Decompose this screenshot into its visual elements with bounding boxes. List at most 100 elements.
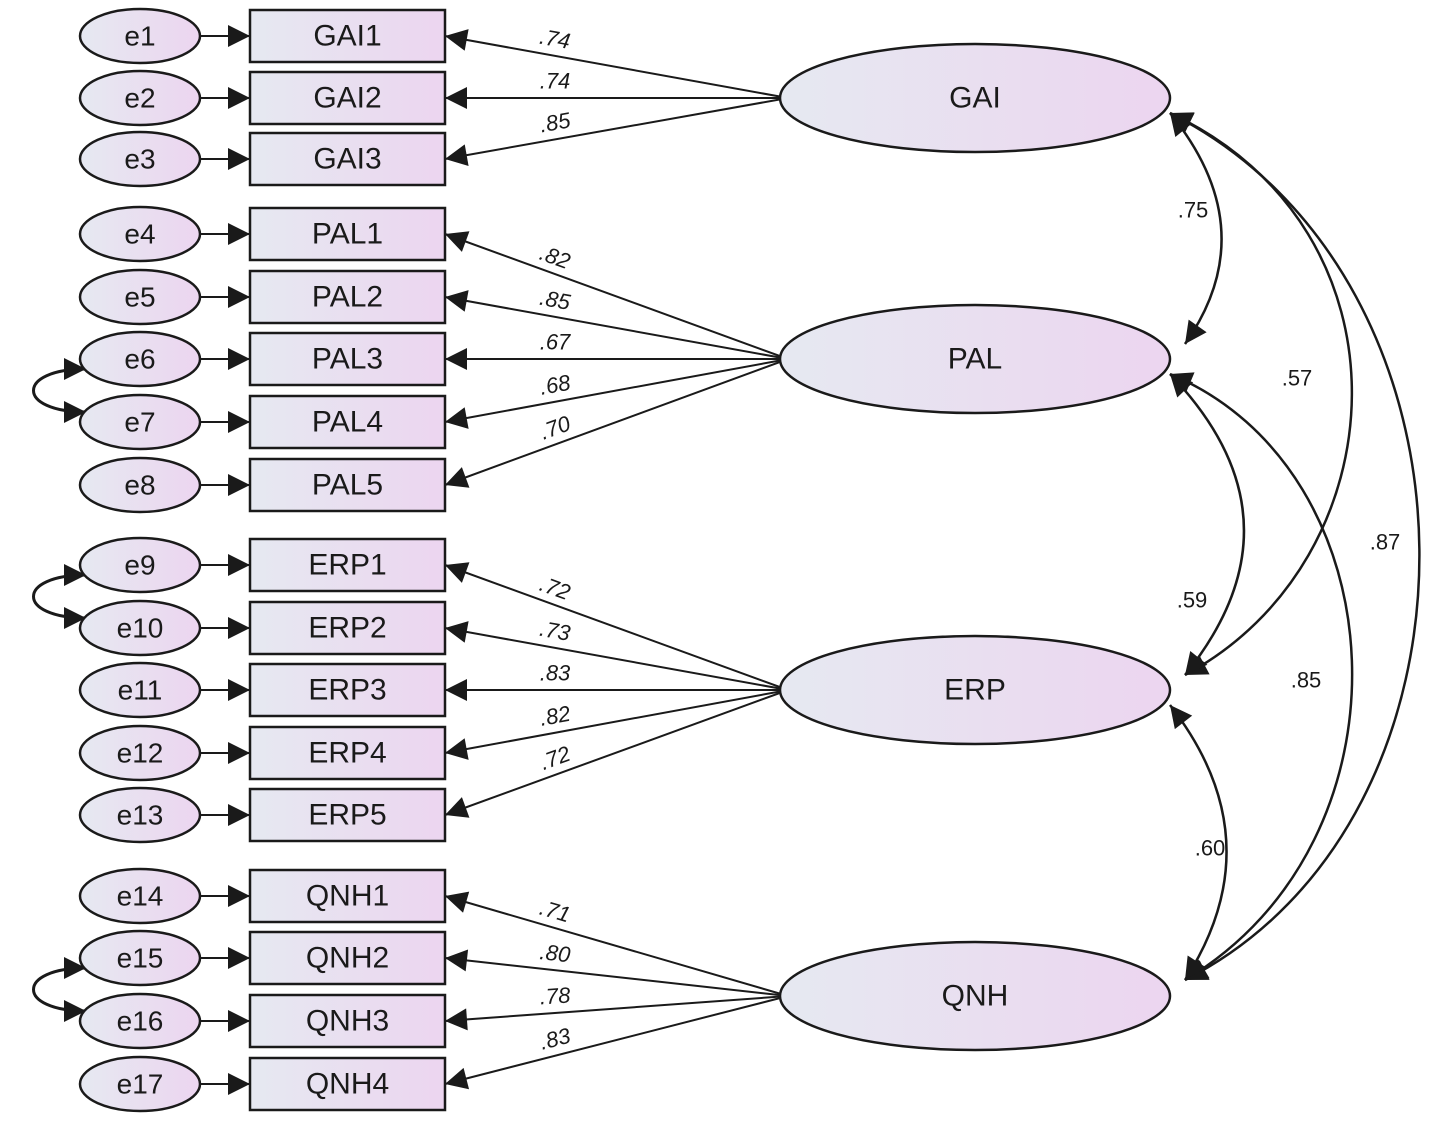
indicator-label-qnh1: QNH1 [306,880,389,913]
indicator-label-gai2: GAI2 [313,82,381,115]
indicator-label-pal3: PAL3 [312,343,383,376]
indicator-label-gai3: GAI3 [313,143,381,176]
loading-path-pal5 [444,358,789,488]
correlation-arc-gai-pal [1169,112,1223,345]
indicator-box-erp5 [248,787,447,843]
error-node-label-e10: e10 [117,613,164,644]
correlation-label-pal-erp: .59 [1177,588,1208,613]
error-node-label-e12: e12 [117,738,164,769]
loading-label-pal3: .67 [540,330,571,355]
latent-label-qnh: QNH [942,980,1009,1013]
latent-node-pal [778,303,1172,415]
indicator-box-erp2 [248,600,447,656]
indicator-box-pal2 [248,269,447,325]
error-node-e15 [78,929,202,987]
indicator-label-qnh4: QNH4 [306,1068,389,1101]
correlation-arc-pal-erp [1169,373,1246,676]
indicator-label-pal5: PAL5 [312,469,383,502]
error-node-label-e7: e7 [124,407,155,438]
loading-path-gai1 [444,29,789,99]
error-node-label-e15: e15 [117,943,164,974]
indicator-box-erp4 [248,725,447,781]
error-node-e11 [78,661,202,719]
error-node-e10 [78,599,202,657]
loading-label-qnh3: .78 [539,982,572,1009]
indicator-box-erp1 [248,537,447,593]
indicator-label-qnh3: QNH3 [306,1005,389,1038]
error-node-e5 [78,268,202,326]
error-node-label-e11: e11 [118,675,163,706]
error-node-e13 [78,786,202,844]
loading-label-pal4: .68 [538,370,573,400]
error-node-e3 [78,130,202,188]
error-covariance-layer [32,358,87,1022]
latent-label-pal: PAL [948,343,1002,376]
indicator-label-qnh2: QNH2 [306,942,389,975]
nodes-layer: e1e2e3e4e5e6e7e8e9e10e11e12e13e14e15e16e… [78,7,1172,1113]
error-node-label-e9: e9 [124,550,155,581]
error-node-e17 [78,1055,202,1113]
indicator-label-erp4: ERP4 [308,737,386,770]
indicator-box-pal4 [248,394,447,450]
indicator-box-gai1 [248,8,447,64]
error-node-label-e14: e14 [117,881,164,912]
indicator-box-pal5 [248,457,447,513]
correlation-label-erp-qnh: .60 [1195,836,1226,861]
loading-label-erp3: .83 [540,661,571,686]
loading-label-pal2: .85 [538,285,573,315]
indicator-box-qnh4 [248,1056,447,1112]
indicator-box-qnh3 [248,993,447,1049]
latent-label-erp: ERP [944,674,1006,707]
loading-path-erp5 [444,689,789,818]
error-node-label-e13: e13 [117,800,164,831]
indicator-label-pal1: PAL1 [312,218,383,251]
loading-path-erp4 [444,689,789,760]
loading-path-qnh4 [444,995,789,1090]
error-node-e9 [78,536,202,594]
loading-path-erp1 [444,562,789,691]
loading-label-gai2: .74 [540,69,571,94]
loading-path-gai3 [444,97,789,166]
latent-label-gai: GAI [949,82,1001,115]
error-node-e8 [78,456,202,514]
error-covariance-e9-e10 [32,564,87,629]
indicator-label-pal2: PAL2 [312,281,383,314]
correlation-label-gai-qnh: .87 [1370,530,1401,555]
error-node-label-e8: e8 [124,470,155,501]
error-node-label-e5: e5 [124,282,155,313]
indicator-box-gai2 [248,70,447,126]
loading-label-gai1: .74 [538,24,573,54]
indicator-box-gai3 [248,131,447,187]
correlation-arc-gai-qnh [1169,111,1421,982]
correlation-label-pal-qnh: .85 [1291,668,1322,693]
error-node-label-e16: e16 [117,1006,164,1037]
error-node-e4 [78,205,202,263]
loading-path-qnh2 [444,949,789,997]
error-covariance-e15-e16 [32,957,87,1022]
error-node-e14 [78,867,202,925]
loading-path-qnh1 [444,891,789,997]
error-node-label-e4: e4 [124,219,155,250]
error-node-e16 [78,992,202,1050]
indicator-label-erp2: ERP2 [308,612,386,645]
error-node-label-e1: e1 [124,21,155,52]
error-node-label-e17: e17 [117,1069,164,1100]
error-node-label-e3: e3 [124,144,155,175]
error-node-e1 [78,7,202,65]
indicator-box-pal3 [248,331,447,387]
loading-path-qnh3 [444,995,789,1031]
indicator-box-qnh1 [248,868,447,924]
loading-label-erp2: .73 [538,616,573,646]
indicator-label-gai1: GAI1 [313,20,381,53]
loading-label-erp4: .82 [538,701,573,731]
error-node-e2 [78,69,202,127]
loading-label-qnh1: .71 [537,895,573,928]
loading-label-gai3: .85 [538,107,573,137]
loading-path-erp2 [444,621,789,691]
error-node-label-e2: e2 [124,83,155,114]
latent-node-erp [778,634,1172,746]
error-node-e6 [78,330,202,388]
loading-path-pal2 [444,290,789,360]
labels-layer: .74.74.85.82.85.67.68.70.72.73.83.82.72.… [536,24,1400,1055]
error-node-e7 [78,393,202,451]
